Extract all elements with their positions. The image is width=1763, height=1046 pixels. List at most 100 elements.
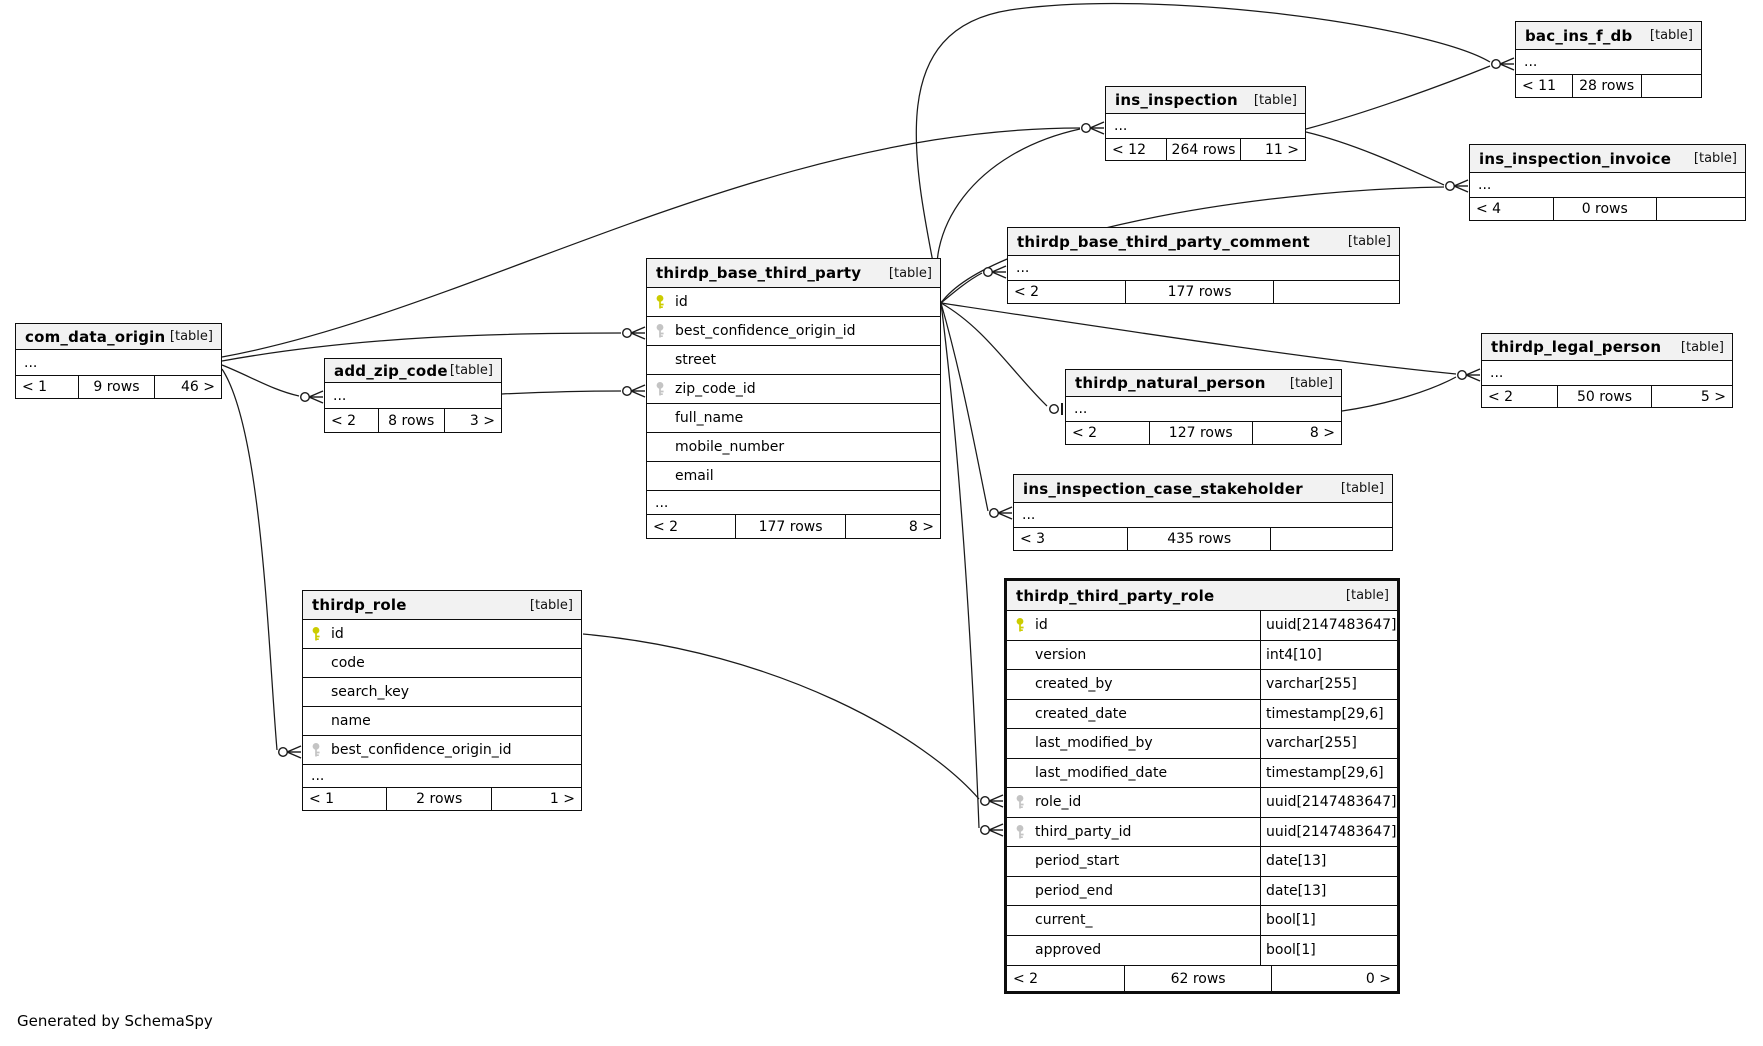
table-tag: [table] bbox=[1253, 92, 1297, 108]
footer-row-count: 435 rows bbox=[1127, 528, 1272, 550]
table-tag: [table] bbox=[529, 597, 573, 613]
footer-parents-count: < 1 bbox=[22, 379, 48, 395]
column-row-best_confidence_origin_id: best_confidence_origin_id bbox=[647, 317, 940, 346]
crowfoot-connector-thirdp_role bbox=[278, 745, 302, 759]
table-header: thirdp_legal_person [table] bbox=[1482, 334, 1732, 361]
hidden-columns-ellipsis: ... bbox=[1490, 365, 1504, 381]
column-name: best_confidence_origin_id bbox=[331, 742, 512, 758]
relationship-edge-ins_inspection-to-bac_ins_f_db bbox=[1305, 65, 1491, 130]
table-footer: < 2 177 rows 8 > bbox=[647, 514, 940, 538]
footer-parents-count: < 2 bbox=[331, 412, 357, 429]
table-header: add_zip_code [table] bbox=[325, 359, 501, 383]
ellipsis-row: ... bbox=[325, 383, 501, 408]
table-footer: < 1 2 rows 1 > bbox=[303, 787, 581, 810]
column-type: date[13] bbox=[1260, 876, 1397, 905]
ellipsis-row: ... bbox=[647, 491, 940, 514]
table-tag: [table] bbox=[1680, 339, 1724, 355]
table-com_data_origin[interactable]: com_data_origin [table] ... < 1 9 rows 4… bbox=[15, 323, 222, 399]
table-title: ins_inspection_invoice bbox=[1479, 149, 1672, 168]
table-tag: [table] bbox=[1345, 588, 1389, 603]
table-title: thirdp_base_third_party bbox=[656, 264, 862, 282]
relationship-edge-thirdp_base_third_party-to-ins_inspection_case_stakeholder bbox=[940, 302, 989, 512]
footer-row-count: 127 rows bbox=[1148, 422, 1253, 444]
footer-row-count: 264 rows bbox=[1165, 139, 1242, 160]
column-name: zip_code_id bbox=[675, 381, 756, 397]
table-ins_inspection[interactable]: ins_inspection [table] ... < 12 264 rows… bbox=[1105, 86, 1306, 161]
hidden-columns-ellipsis: ... bbox=[24, 354, 38, 371]
ellipsis-row: ... bbox=[16, 350, 221, 375]
column-name: full_name bbox=[675, 410, 744, 426]
foreign-key-icon bbox=[654, 381, 666, 397]
column-type: bool[1] bbox=[1260, 906, 1397, 935]
one-connector-thirdp_natural_person bbox=[1048, 403, 1063, 415]
footer-parents-count: < 2 bbox=[653, 518, 679, 535]
table-footer: < 2 50 rows 5 > bbox=[1482, 385, 1732, 407]
table-footer: < 12 264 rows 11 > bbox=[1106, 138, 1305, 160]
foreign-key-icon bbox=[310, 742, 322, 758]
table-thirdp_legal_person[interactable]: thirdp_legal_person [table] ... < 2 50 r… bbox=[1481, 333, 1733, 408]
crowfoot-connector-ins_inspection_case_stakeholder bbox=[989, 506, 1013, 520]
column-name: current_ bbox=[1035, 912, 1093, 929]
table-tag: [table] bbox=[1649, 28, 1693, 43]
column-name: period_start bbox=[1035, 853, 1120, 870]
relationship-edge-thirdp_base_third_party-to-thirdp_legal_person bbox=[940, 302, 1457, 375]
footer-parents-count: < 4 bbox=[1476, 201, 1502, 217]
footer-parents-count: < 2 bbox=[1488, 388, 1514, 405]
table-ins_inspection_case_stakeholder[interactable]: ins_inspection_case_stakeholder [table] … bbox=[1013, 474, 1393, 551]
table-thirdp_base_third_party_comment[interactable]: thirdp_base_third_party_comment [table] … bbox=[1007, 227, 1400, 304]
hidden-columns-ellipsis: ... bbox=[655, 494, 669, 511]
table-body: ... bbox=[325, 383, 501, 408]
column-row-email: email bbox=[647, 462, 940, 491]
ellipsis-row: ... bbox=[1008, 256, 1399, 280]
table-title: thirdp_natural_person bbox=[1075, 374, 1266, 392]
table-thirdp_natural_person[interactable]: thirdp_natural_person [table] ... < 2 12… bbox=[1065, 369, 1342, 445]
hidden-columns-ellipsis: ... bbox=[1478, 177, 1492, 193]
table-footer: < 4 0 rows bbox=[1470, 197, 1745, 220]
table-header: thirdp_natural_person [table] bbox=[1066, 370, 1341, 397]
column-name: best_confidence_origin_id bbox=[675, 323, 856, 339]
column-name: email bbox=[675, 468, 714, 484]
column-type: timestamp[29,6] bbox=[1260, 758, 1397, 787]
footer-children-count: 11 > bbox=[1264, 141, 1299, 158]
table-header: com_data_origin [table] bbox=[16, 324, 221, 350]
footer-row-count: 177 rows bbox=[734, 515, 847, 538]
table-title: thirdp_base_third_party_comment bbox=[1017, 232, 1310, 251]
footer-row-count: 8 rows bbox=[377, 409, 445, 432]
column-row-current_: current_ bool[1] bbox=[1007, 906, 1397, 936]
column-row-id: id bbox=[647, 288, 940, 317]
table-add_zip_code[interactable]: add_zip_code [table] ... < 2 8 rows 3 > bbox=[324, 358, 502, 433]
column-name: last_modified_date bbox=[1035, 764, 1168, 781]
relationship-edge-thirdp_base_third_party-to-ins_inspection_invoice bbox=[940, 186, 1445, 304]
crowfoot-connector-thirdp_third_party_role bbox=[980, 794, 1004, 808]
column-type: uuid[2147483647] bbox=[1260, 611, 1397, 640]
column-row-best_confidence_origin_id: best_confidence_origin_id bbox=[303, 736, 581, 765]
table-title: com_data_origin bbox=[25, 327, 166, 346]
footer-row-count: 28 rows bbox=[1571, 75, 1642, 97]
primary-key-icon bbox=[654, 294, 666, 310]
footer-children-count: 5 > bbox=[1700, 388, 1726, 405]
relationship-edge-thirdp_base_third_party-to-thirdp_natural_person bbox=[940, 302, 1048, 407]
table-bac_ins_f_db[interactable]: bac_ins_f_db [table] ... < 11 28 rows bbox=[1515, 21, 1702, 98]
footer-row-count: 62 rows bbox=[1124, 966, 1273, 991]
table-footer: < 2 177 rows bbox=[1008, 280, 1399, 303]
column-name: last_modified_by bbox=[1035, 735, 1153, 752]
table-header: ins_inspection_case_stakeholder [table] bbox=[1014, 475, 1392, 503]
column-name: mobile_number bbox=[675, 439, 785, 455]
column-row-id: id bbox=[303, 620, 581, 649]
table-footer: < 2 8 rows 3 > bbox=[325, 408, 501, 432]
table-ins_inspection_invoice[interactable]: ins_inspection_invoice [table] ... < 4 0… bbox=[1469, 144, 1746, 221]
table-title: thirdp_role bbox=[312, 596, 407, 614]
footer-children-count: 8 > bbox=[908, 518, 934, 535]
relationship-edge-add_zip_code-to-thirdp_base_third_party.zip_code_id bbox=[501, 390, 622, 395]
